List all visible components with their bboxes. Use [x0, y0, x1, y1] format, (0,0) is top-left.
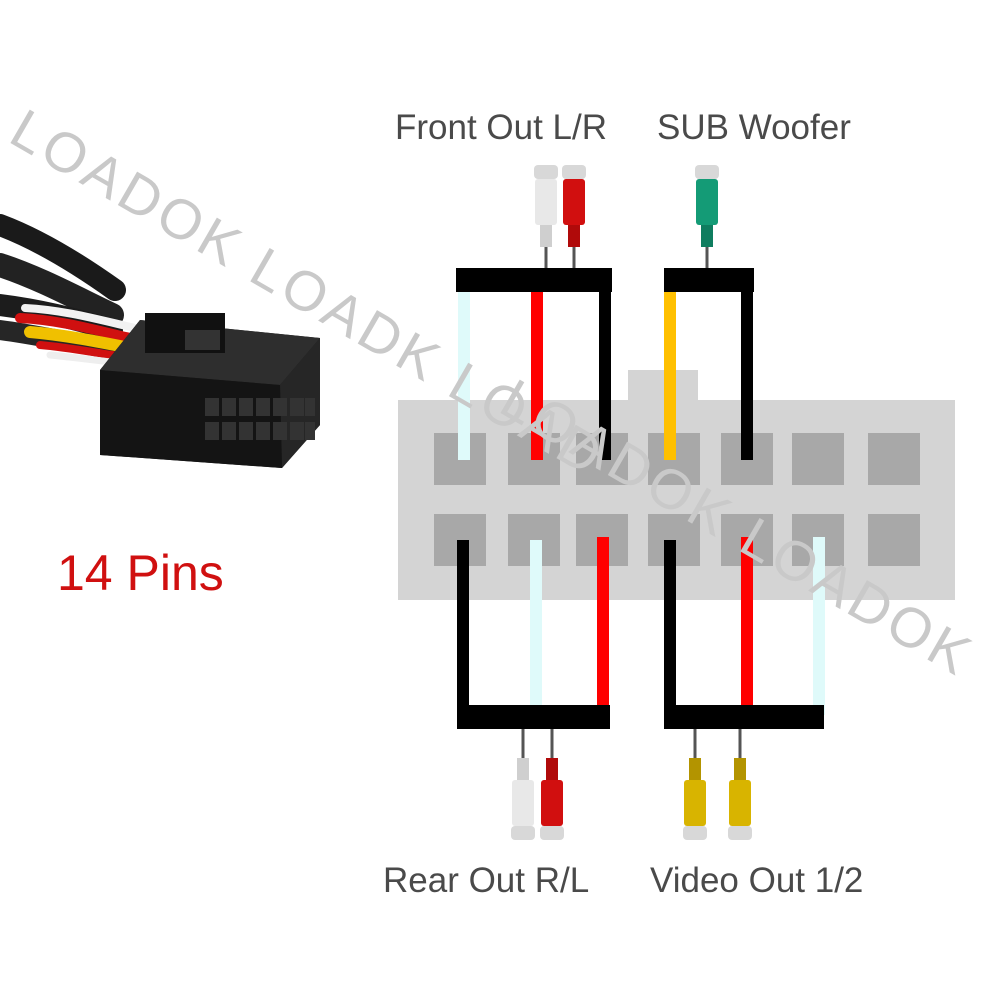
front-shield-bar	[456, 268, 612, 292]
pin-slot	[868, 514, 920, 566]
video-1-red-wire	[741, 537, 753, 715]
video-shield-bar	[664, 705, 824, 729]
pin-slot	[868, 433, 920, 485]
front-right-red-wire	[531, 292, 543, 460]
rca-rear-left-red	[540, 758, 564, 840]
video-2-white-wire	[813, 537, 825, 715]
rear-ground-black-wire	[457, 540, 469, 715]
sub-woofer-label: SUB Woofer	[657, 108, 851, 147]
sub-shield-bar	[664, 268, 754, 292]
rear-shield-bar	[457, 705, 610, 729]
video-out-wires	[664, 537, 825, 760]
rca-front-left-white	[534, 165, 558, 247]
connector-photo	[0, 214, 320, 468]
pin-slot	[792, 433, 844, 485]
rca-video-1-yellow	[683, 758, 707, 840]
pin-count-label: 14 Pins	[57, 545, 224, 601]
rca-rear-right-white	[511, 758, 535, 840]
video-out-label: Video Out 1/2	[650, 861, 864, 900]
sub-woofer-wires	[664, 245, 754, 460]
front-ground-black-wire	[599, 292, 611, 460]
video-ground-black-wire	[664, 540, 676, 715]
rear-out-label: Rear Out R/L	[383, 861, 590, 900]
wire-bundle	[0, 214, 144, 369]
rear-right-white-wire	[530, 540, 542, 715]
rca-sub-green	[695, 165, 719, 247]
sub-ground-black-wire	[741, 292, 753, 460]
connector-pin-face	[205, 398, 315, 440]
front-out-wires	[456, 245, 612, 460]
rca-front-right-red	[562, 165, 586, 247]
front-left-white-wire	[458, 292, 470, 460]
rca-video-2-yellow	[728, 758, 752, 840]
rear-out-wires	[457, 537, 610, 760]
front-out-label: Front Out L/R	[395, 108, 608, 147]
rear-left-red-wire	[597, 537, 609, 715]
sub-yellow-wire	[664, 292, 676, 460]
